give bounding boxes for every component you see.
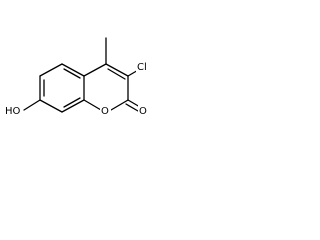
chlorine-label: Cl: [137, 62, 147, 73]
ring-oxygen-label-bg: [100, 104, 111, 116]
double-bond-inner-top: [63, 68, 81, 79]
bond-c4a-c4b: [61, 63, 85, 77]
hydroxyl-label-bg: [4, 104, 23, 116]
bond-c4a-c5: [39, 63, 63, 77]
double-bond-inner-bottom: [63, 97, 81, 108]
bond-carbonyl-b: [125, 103, 139, 112]
ring-oxygen-label: O: [101, 106, 109, 117]
bond-c6-c7: [39, 99, 63, 113]
bond-c7-c8a: [61, 99, 85, 113]
bond-c4-c3: [105, 63, 129, 77]
structure-canvas: Cl O O HO: [0, 0, 150, 150]
bond-hydroxyl: [23, 99, 41, 111]
bond-c4a-c4: [83, 63, 107, 77]
carbonyl-oxygen-label-bg: [138, 104, 149, 116]
bond-o1-c8a: [83, 99, 102, 111]
double-bond-c3-c4: [107, 68, 126, 80]
chlorine-label-bg: [136, 60, 150, 72]
hydroxyl-label: HO: [5, 106, 21, 117]
carbonyl-oxygen-label: O: [139, 106, 147, 117]
chemical-structure-diagram: Cl O O HO: [4, 37, 150, 117]
bond-c2-o1: [110, 99, 129, 111]
